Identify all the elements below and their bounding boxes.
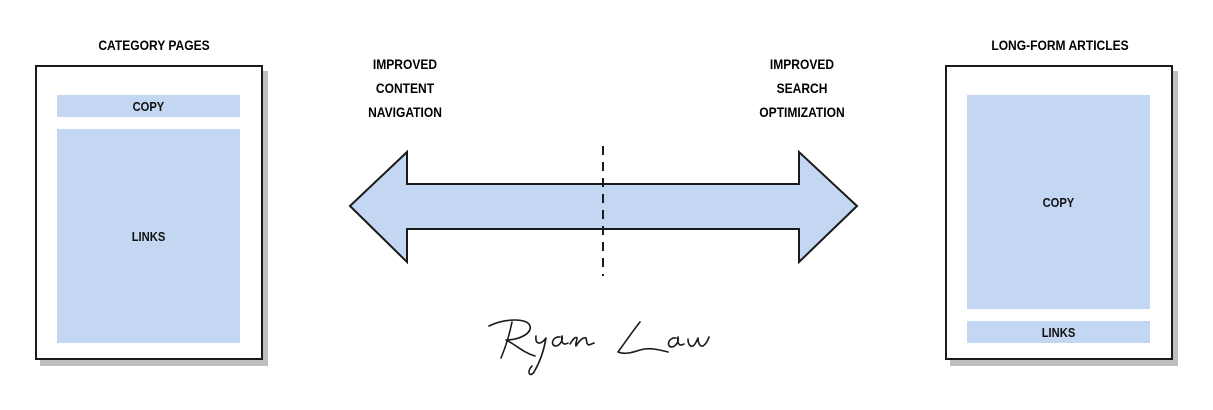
right-arrow-label-line-2: SEARCH	[776, 80, 828, 96]
category-links-block: LINKS	[57, 129, 240, 343]
category-copy-block: COPY	[57, 95, 240, 117]
left-arrow-label-line-2: CONTENT	[375, 80, 435, 96]
article-links-label: LINKS	[1041, 324, 1076, 340]
left-arrow-label-line-3: NAVIGATION	[368, 104, 442, 120]
left-arrow-label-line-1: IMPROVED	[372, 56, 438, 72]
article-copy-block: COPY	[967, 95, 1150, 309]
right-arrow-label: IMPROVED SEARCH OPTIMIZATION	[746, 52, 858, 124]
signature	[488, 319, 710, 376]
category-copy-label: COPY	[132, 98, 165, 114]
right-arrow-label-line-1: IMPROVED	[769, 56, 835, 72]
right-panel-title: LONG-FORM ARTICLES	[991, 37, 1129, 53]
article-copy-label: COPY	[1042, 194, 1075, 210]
category-page-panel: COPY LINKS	[35, 65, 263, 360]
right-arrow-label-line-3: OPTIMIZATION	[759, 104, 845, 120]
left-arrow-label: IMPROVED CONTENT NAVIGATION	[349, 52, 461, 124]
article-links-block: LINKS	[967, 321, 1150, 343]
left-panel-title: CATEGORY PAGES	[98, 37, 210, 53]
double-headed-arrow	[348, 149, 859, 265]
article-page-panel: COPY LINKS	[945, 65, 1173, 360]
category-links-label: LINKS	[131, 228, 166, 244]
